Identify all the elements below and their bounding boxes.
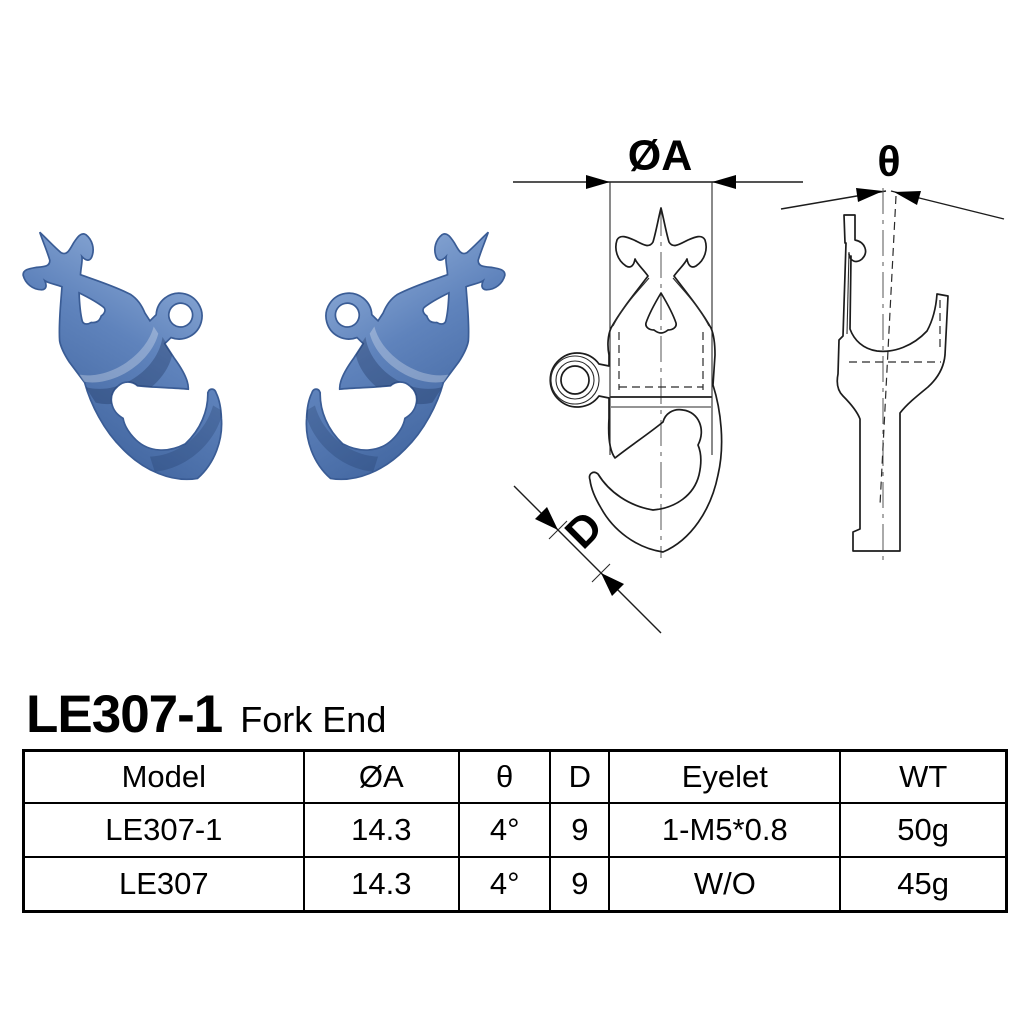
technical-drawing-front-view: ØA D: [513, 132, 803, 634]
cell-weight: 45g: [839, 856, 1008, 913]
cell-diameter: 14.3: [302, 802, 460, 858]
cell-angle: 4°: [457, 802, 552, 858]
spec-table-header-row: Model ØA θ D Eyelet WT: [22, 749, 1008, 804]
cell-diameter: 14.3: [302, 856, 460, 913]
spec-table: Model ØA θ D Eyelet WT LE307-1 14.3 4° 9…: [22, 749, 1008, 913]
table-row: LE307-1 14.3 4° 9 1-M5*0.8 50g: [22, 802, 1008, 858]
cell-weight: 50g: [839, 802, 1008, 858]
diameter-dim-label: ØA: [628, 132, 693, 180]
cell-angle: 4°: [457, 856, 552, 913]
model-number-title: LE307-1: [26, 685, 223, 744]
col-header-eyelet: Eyelet: [608, 749, 842, 804]
col-header-opening: D: [549, 749, 611, 804]
spec-table-container: Model ØA θ D Eyelet WT LE307-1 14.3 4° 9…: [22, 749, 1008, 913]
fork-end-part-silhouette: [249, 180, 533, 507]
cell-opening: 9: [549, 856, 611, 913]
cell-eyelet: 1-M5*0.8: [608, 802, 842, 858]
col-header-model: Model: [22, 749, 305, 804]
product-type-title: Fork End: [240, 699, 387, 740]
dim-line-opening: [513, 485, 662, 634]
arrow-toward-apex-right-icon: [894, 191, 921, 205]
cell-model: LE307-1: [22, 802, 305, 858]
product-photo-right: [249, 180, 533, 507]
technical-drawing-side-view: θ: [780, 138, 1005, 562]
arrow-left-icon: [586, 175, 610, 189]
arrow-upleft-icon: [535, 507, 558, 530]
arrow-toward-apex-left-icon: [856, 188, 883, 202]
table-row: LE307 14.3 4° 9 W/O 45g: [22, 856, 1008, 913]
opening-dim-label: D: [556, 502, 612, 558]
cell-eyelet: W/O: [608, 856, 842, 913]
product-illustration-area: ØA D θ: [0, 132, 1005, 634]
angle-dim-label: θ: [877, 138, 900, 186]
product-photo-left: [0, 180, 279, 507]
page-title: LE307-1 Fork End: [26, 684, 386, 745]
front-view-outline: [549, 207, 723, 553]
side-view-outline: [836, 214, 949, 552]
col-header-diameter: ØA: [302, 749, 460, 804]
arrow-right-icon: [712, 175, 736, 189]
cell-opening: 9: [549, 802, 611, 858]
cell-model: LE307: [22, 856, 305, 913]
col-header-weight: WT: [839, 749, 1008, 804]
col-header-angle: θ: [457, 749, 552, 804]
fork-end-part-silhouette: [0, 180, 279, 507]
arrow-downright-icon: [601, 573, 624, 596]
